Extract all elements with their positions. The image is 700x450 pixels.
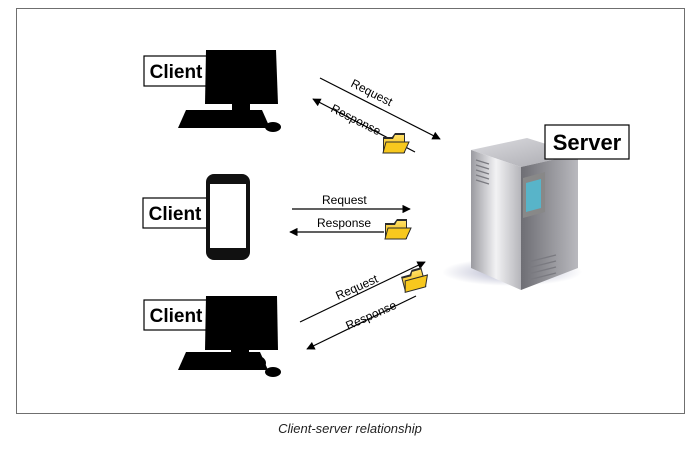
- request-label-middle: Request: [322, 193, 367, 207]
- figure-caption: Client-server relationship: [278, 421, 422, 436]
- diagram-frame: [16, 8, 685, 414]
- client-label-bottom: Client: [150, 306, 203, 327]
- client-label-middle: Client: [149, 204, 202, 225]
- server-status-screen: [526, 179, 541, 212]
- folder-icon: [399, 265, 431, 293]
- request-label-bottom: Request: [334, 272, 381, 303]
- response-label-middle: Response: [317, 216, 371, 230]
- client-label-box-middle: [142, 197, 208, 229]
- server-label-box: [544, 124, 630, 160]
- folder-icon: [384, 218, 412, 240]
- server-tower: Server: [442, 124, 630, 290]
- client-phone: Client: [142, 174, 250, 260]
- response-label-bottom: Response: [344, 298, 399, 333]
- request-arrow-middle: Request: [292, 193, 411, 214]
- client-desktop-top: Client: [143, 50, 281, 132]
- keyboard-icon: [178, 110, 270, 128]
- client-label-box-bottom: [143, 299, 209, 331]
- mouse-icon: [261, 357, 281, 377]
- response-label-top: Response: [329, 101, 384, 138]
- folder-icon: [382, 132, 410, 154]
- response-arrow-top: Response: [312, 98, 416, 154]
- response-arrow-middle: Response: [289, 216, 412, 240]
- client-label-box-top: [143, 55, 209, 87]
- client-label-top: Client: [150, 62, 203, 83]
- monitor-icon: [205, 50, 278, 119]
- keyboard-icon: [178, 352, 268, 370]
- phone-icon: [206, 174, 250, 260]
- mouse-icon: [261, 117, 281, 132]
- client-desktop-bottom: Client: [143, 296, 281, 377]
- server-label: Server: [553, 130, 622, 155]
